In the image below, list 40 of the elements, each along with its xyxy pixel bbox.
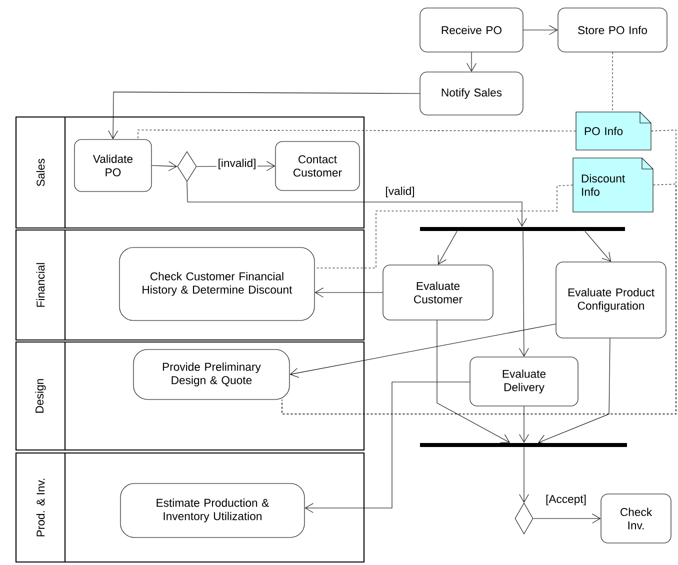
connector — [612, 52, 613, 112]
arrow — [186, 181, 527, 227]
arrow — [438, 231, 458, 265]
activity-box: Evaluate Delivery — [470, 356, 578, 406]
activity-box: Notify Sales — [420, 72, 524, 116]
arrow — [290, 324, 556, 378]
arrow — [519, 406, 529, 443]
decision-diamond — [177, 151, 197, 182]
activity-box: Check Customer Financial History & Determine Discount — [119, 247, 315, 321]
arrow — [538, 338, 610, 444]
arrow — [108, 92, 420, 140]
arrow — [519, 231, 529, 357]
arrow — [523, 25, 558, 35]
arrow — [304, 382, 470, 513]
arrow — [584, 231, 611, 262]
arrow — [519, 447, 529, 503]
arrow — [314, 288, 383, 298]
connector — [138, 130, 576, 140]
activity-box: Validate PO — [74, 139, 152, 192]
edge-label: [valid] — [384, 185, 416, 199]
connector — [282, 184, 676, 414]
connector — [282, 130, 676, 414]
synchronization-bar — [420, 443, 627, 447]
connector — [314, 184, 573, 268]
edge-label: [invalid] — [216, 157, 258, 171]
activity-box: Check Inv. — [600, 494, 672, 544]
edge-label: [Accept] — [544, 493, 588, 507]
activity-box: Provide Preliminary Design & Quote — [133, 349, 290, 400]
activity-box: Store PO Info — [558, 8, 668, 52]
activity-box: Receive PO — [420, 8, 524, 52]
synchronization-bar — [420, 227, 625, 231]
activity-box: Evaluate Customer — [382, 264, 494, 320]
decision-diamond — [514, 502, 534, 534]
activity-box: Contact Customer — [275, 141, 360, 191]
arrow — [436, 320, 510, 444]
activity-box: Evaluate Product Configuration — [556, 262, 666, 338]
activity-box: Estimate Production & Inventory Utilization — [120, 483, 305, 538]
arrow — [151, 161, 178, 172]
arrow — [466, 52, 476, 72]
arrow — [533, 514, 601, 524]
